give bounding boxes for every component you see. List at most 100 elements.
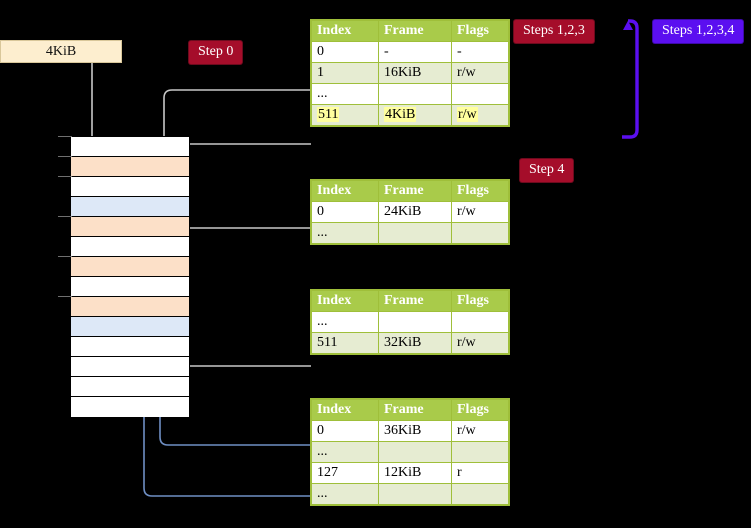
column-header-index: Index — [311, 290, 379, 312]
table-cell-index: 511 — [311, 332, 379, 354]
table-cell-flags: r/w — [451, 332, 509, 354]
table-cell-flags — [451, 441, 509, 463]
column-header-index: Index — [311, 399, 379, 421]
memory-row — [71, 177, 189, 197]
column-header-flags: Flags — [451, 399, 509, 421]
wire-table2-row511-to-memory — [174, 314, 311, 367]
table-cell-frame — [378, 311, 452, 333]
table-cell-index: ... — [311, 83, 379, 105]
table-row: ... — [311, 311, 509, 333]
highlighted-value: 511 — [317, 107, 340, 122]
table-cell-flags — [451, 222, 509, 244]
memory-row — [71, 157, 189, 177]
table-cell-index: ... — [311, 483, 379, 505]
table-cell-frame: 12KiB — [378, 462, 452, 484]
column-header-frame: Frame — [378, 290, 452, 312]
memory-tick — [58, 156, 72, 157]
column-header-frame: Frame — [378, 180, 452, 202]
badge-step-4: Step 4 — [520, 159, 574, 182]
table-row: ... — [311, 483, 509, 505]
memory-row — [71, 337, 189, 357]
highlighted-value: 4KiB — [384, 107, 417, 122]
memory-tick — [58, 176, 72, 177]
table-cell-index: 1 — [311, 62, 379, 84]
table-cell-index: 127 — [311, 462, 379, 484]
table-cell-flags — [451, 311, 509, 333]
memory-tick — [58, 296, 72, 297]
badge-step-0: Step 0 — [189, 41, 243, 64]
memory-row — [71, 297, 189, 317]
table-cell-frame: - — [378, 41, 452, 63]
memory-column — [70, 136, 190, 417]
memory-row — [71, 357, 189, 377]
table-row: 511 4KiB r/w — [311, 104, 509, 126]
memory-tick — [58, 256, 72, 257]
wire-table1-row0-to-memory — [179, 227, 311, 263]
table-cell-frame — [378, 83, 452, 105]
column-header-index: Index — [311, 20, 379, 42]
table-cell-frame — [378, 441, 452, 463]
table-cell-frame — [378, 222, 452, 244]
table-cell-frame: 4KiB — [378, 104, 452, 126]
memory-row — [71, 397, 189, 417]
table-cell-index: 0 — [311, 201, 379, 223]
column-header-flags: Flags — [451, 20, 509, 42]
memory-row — [71, 377, 189, 397]
table-cell-flags: r/w — [451, 104, 509, 126]
table-cell-flags: r/w — [451, 62, 509, 84]
table-row: ... — [311, 222, 509, 244]
table-cell-flags: r — [451, 462, 509, 484]
table-cell-index: 0 — [311, 41, 379, 63]
table-row: ... — [311, 83, 509, 105]
table-cell-frame: 36KiB — [378, 420, 452, 442]
table-cell-index: ... — [311, 311, 379, 333]
table-cell-index: ... — [311, 222, 379, 244]
memory-row — [71, 257, 189, 277]
memory-row — [71, 237, 189, 257]
badge-steps-123: Steps 1,2,3 — [514, 20, 594, 43]
memory-row — [71, 197, 189, 217]
column-header-frame: Frame — [378, 20, 452, 42]
table-row: ... — [311, 441, 509, 463]
table-cell-frame — [378, 483, 452, 505]
table-cell-flags — [451, 483, 509, 505]
memory-row — [71, 217, 189, 237]
table-cell-index: ... — [311, 441, 379, 463]
table-cell-frame: 32KiB — [378, 332, 452, 354]
table-cell-frame: 24KiB — [378, 201, 452, 223]
table-row: 0-- — [311, 41, 509, 63]
table-cell-index: 0 — [311, 420, 379, 442]
table-cell-flags: r/w — [451, 201, 509, 223]
table-cell-flags: r/w — [451, 420, 509, 442]
size-label-4kib: 4KiB — [0, 40, 122, 63]
wire-table0-row511-to-memory — [179, 143, 311, 156]
column-header-flags: Flags — [451, 290, 509, 312]
column-header-index: Index — [311, 180, 379, 202]
table-cell-index: 511 — [311, 104, 379, 126]
memory-tick — [58, 216, 72, 217]
table-cell-flags — [451, 83, 509, 105]
column-header-flags: Flags — [451, 180, 509, 202]
memory-row — [71, 317, 189, 337]
memory-row — [71, 277, 189, 297]
highlighted-value: r/w — [457, 107, 478, 122]
wire-steps-loop-arrow — [622, 19, 639, 139]
column-header-frame: Frame — [378, 399, 452, 421]
badge-steps-1234: Steps 1,2,3,4 — [653, 20, 744, 43]
table-cell-flags: - — [451, 41, 509, 63]
table-cell-frame: 16KiB — [378, 62, 452, 84]
